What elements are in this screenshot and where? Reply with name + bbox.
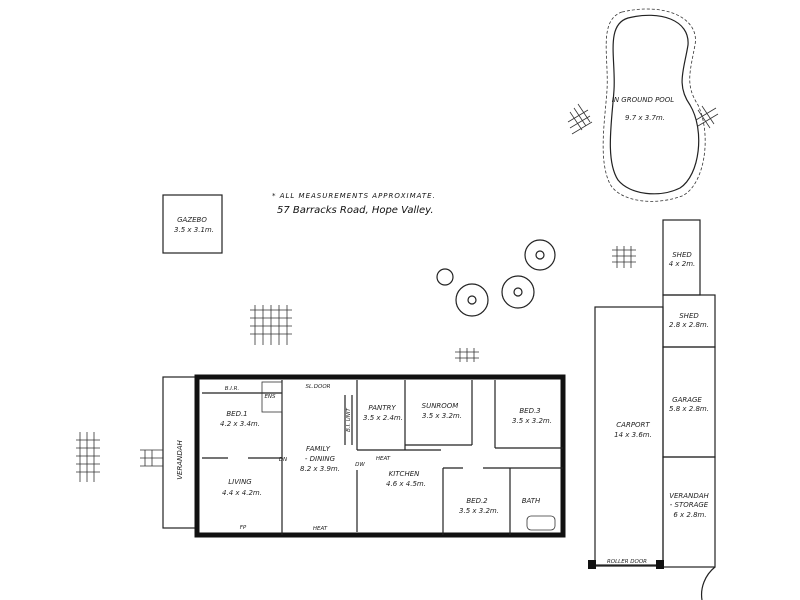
roller-door-label: ROLLER DOOR xyxy=(607,559,647,565)
gazebo-size: 3.5 x 3.1m. xyxy=(174,226,214,234)
verandah-storage-name: VERANDAH xyxy=(669,492,709,500)
bir-label: B.I.R. xyxy=(225,386,240,392)
wc-label: DN xyxy=(279,457,287,463)
pool-name: IN GROUND POOL xyxy=(612,96,675,104)
pool: IN GROUND POOL 9.7 x 3.7m. xyxy=(602,8,706,202)
sunroom-size: 3.5 x 3.2m. xyxy=(422,412,462,420)
tree-cluster xyxy=(436,239,556,317)
verandah-storage-size: 6 x 2.8m. xyxy=(673,511,706,519)
shed1-name: SHED xyxy=(672,251,692,259)
kitchen-name: KITCHEN xyxy=(389,470,421,478)
garage-size: 5.8 x 2.8m. xyxy=(669,405,709,413)
heat-label-kitchen: HEAT xyxy=(376,456,391,462)
carport-size: 14 x 3.6m. xyxy=(614,431,652,439)
fireplace-label: FP xyxy=(240,525,247,531)
pantry-name: PANTRY xyxy=(368,404,396,412)
bathtub xyxy=(526,515,556,531)
family-size: 8.2 x 3.9m. xyxy=(300,465,340,473)
shed1-size: 4 x 2m. xyxy=(669,260,696,268)
gazebo-name: GAZEBO xyxy=(177,216,207,224)
kitchen-size: 4.6 x 4.5m. xyxy=(386,480,426,488)
bed2-name: BED.2 xyxy=(466,497,488,505)
living-size: 4.4 x 4.2m. xyxy=(222,489,262,497)
pantry-size: 3.5 x 2.4m. xyxy=(363,414,403,422)
bed3-name: BED.3 xyxy=(519,407,540,415)
bi-unit-label: B.I. UNIT xyxy=(346,407,352,431)
pool-size: 9.7 x 3.7m. xyxy=(625,114,665,122)
bath-name: BATH xyxy=(522,497,541,505)
bed1-size: 4.2 x 3.4m. xyxy=(220,420,260,428)
measurement-note: * ALL MEASUREMENTS APPROXIMATE. xyxy=(272,192,436,200)
ensuite-label: ENS xyxy=(264,394,276,400)
garage-name: GARAGE xyxy=(672,396,702,404)
verandah-label: VERANDAH xyxy=(176,439,184,479)
family-name: FAMILY xyxy=(306,445,331,453)
dishwasher-label: DW xyxy=(355,462,365,468)
shrub-marks xyxy=(76,103,719,482)
family-name2: - DINING xyxy=(305,455,336,463)
living-name: LIVING xyxy=(228,478,252,486)
gazebo: GAZEBO 3.5 x 3.1m. xyxy=(162,194,223,254)
bed1-name: BED.1 xyxy=(226,410,247,418)
heat-label-family: HEAT xyxy=(313,526,328,532)
sliding-door-label: SL.DOOR xyxy=(305,384,330,390)
house: B.I.R. ENS BED.1 4.2 x 3.4m. LIVING 4.4 … xyxy=(194,374,566,538)
shed2-name: SHED xyxy=(679,312,699,320)
address-title: 57 Barracks Road, Hope Valley. xyxy=(277,205,434,216)
carport-name: CARPORT xyxy=(616,421,650,429)
outbuildings: CARPORT 14 x 3.6m. SHED 4 x 2m. SHED 2.8… xyxy=(588,219,716,600)
sunroom-name: SUNROOM xyxy=(422,402,459,410)
bed2-size: 3.5 x 3.2m. xyxy=(459,507,499,515)
verandah: VERANDAH xyxy=(140,376,198,529)
bed3-size: 3.5 x 3.2m. xyxy=(512,417,552,425)
verandah-storage-name2: - STORAGE xyxy=(670,501,709,509)
shed2-size: 2.8 x 2.8m. xyxy=(669,321,709,329)
